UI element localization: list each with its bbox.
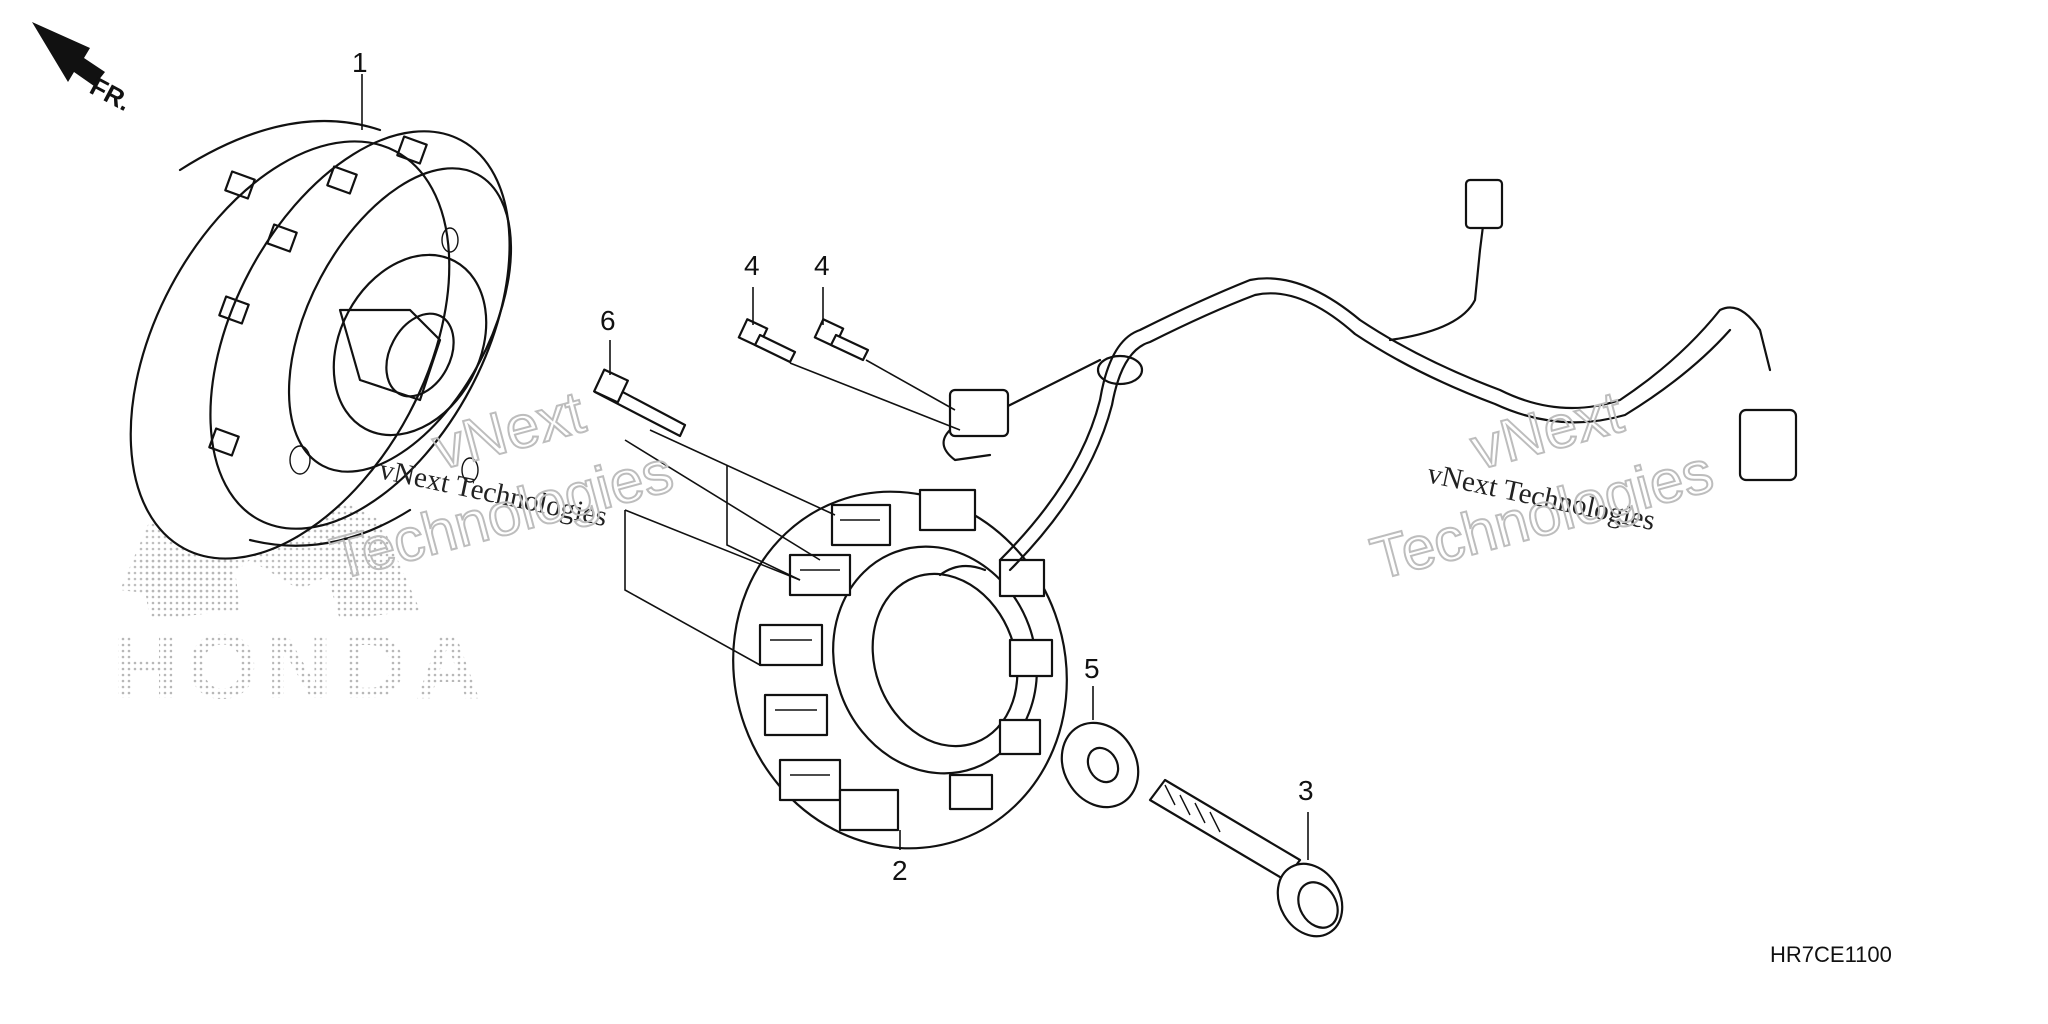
wire-harness	[938, 178, 1798, 577]
callout-3: 3	[1298, 775, 1314, 806]
callout-4b: 4	[814, 250, 830, 281]
stator-bolt	[593, 368, 687, 438]
flywheel	[129, 120, 513, 560]
small-bolt-b	[813, 318, 870, 362]
callout-4a: 4	[744, 250, 760, 281]
callout-2: 2	[892, 855, 908, 886]
callout-1: 1	[352, 47, 368, 78]
washer	[1060, 721, 1140, 809]
callout-6: 6	[600, 305, 616, 336]
small-bolt-a	[737, 318, 797, 364]
flange-bolt	[1148, 778, 1344, 938]
stator	[732, 488, 1068, 850]
honda-wordmark: HONDA	[112, 616, 489, 718]
diagram-code: HR7CE1100	[1770, 942, 1892, 967]
leader-lines	[361, 74, 1309, 860]
front-direction-arrow: FR.	[32, 22, 136, 117]
callout-5: 5	[1084, 653, 1100, 684]
